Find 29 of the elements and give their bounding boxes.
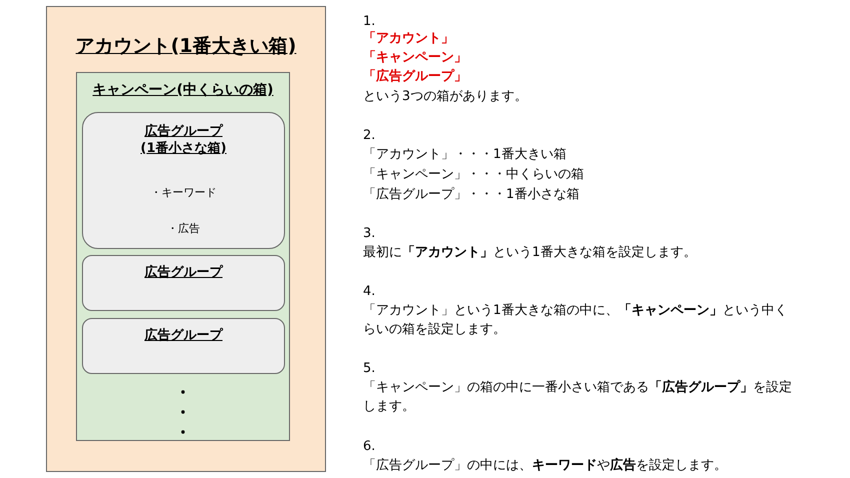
step-text: 「アカウント」という1番大きな箱の中に、「キャンペーン」という中くらいの箱を設定します。 [363,302,788,339]
box-heading: アカウント(1番大きい箱) [74,35,298,58]
step-text: 「キャンペーン」・・・中くらいの箱 [363,166,585,184]
ad-group-box [82,112,285,249]
ad-group-box [82,318,285,374]
box-heading: キャンペーン(中くらいの箱) [92,81,274,99]
step-number: 6. [363,438,376,456]
step-text: 最初に「アカウント」という1番大きな箱を設定します。 [363,244,698,262]
step-text: 「広告グループ」の中には、キーワードや広告を設定します。 [363,456,728,475]
bullet-item: ・キーワード [150,186,216,199]
step-number: 1. [363,13,376,31]
box-heading: 広告グループ(1番小さな箱) [140,123,228,157]
step-text: 「広告グループ」・・・1番小さな箱 [363,186,580,204]
step-text: 「キャンペーン」 [363,49,468,67]
step-number: 4. [363,283,376,301]
step-text: 「アカウント」・・・1番大きい箱 [363,146,568,164]
bullet-item: ・広告 [167,222,200,235]
box-heading: 広告グループ [143,264,224,281]
step-number: 5. [363,360,376,378]
step-text: 「キャンペーン」の箱の中に一番小さい箱である「広告グループ」を設定します。 [363,378,793,416]
box-heading: 広告グループ [143,327,224,344]
ad-group-box [82,255,285,311]
campaign-box [76,72,290,441]
step-number: 2. [363,127,376,145]
step-text: という3つの箱があります。 [363,88,528,106]
account-box [46,6,326,472]
step-text: 「アカウント」 [363,30,455,48]
step-text: 「広告グループ」 [363,68,468,86]
step-number: 3. [363,225,376,243]
